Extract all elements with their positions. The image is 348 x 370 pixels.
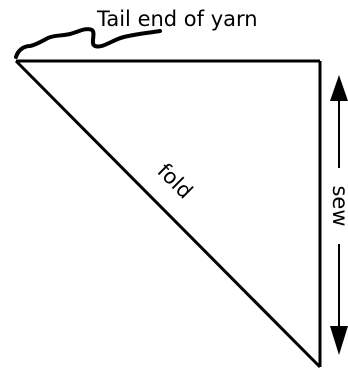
yarn-tail-squiggle	[14, 27, 162, 59]
yarn-tail-label: Tail end of yarn	[96, 7, 258, 31]
arrowhead-down-icon	[330, 326, 348, 355]
fold-line	[14, 59, 322, 369]
sew-label: sew	[328, 185, 348, 226]
fold-label: fold	[153, 159, 198, 204]
arrowhead-up-icon	[330, 75, 348, 101]
